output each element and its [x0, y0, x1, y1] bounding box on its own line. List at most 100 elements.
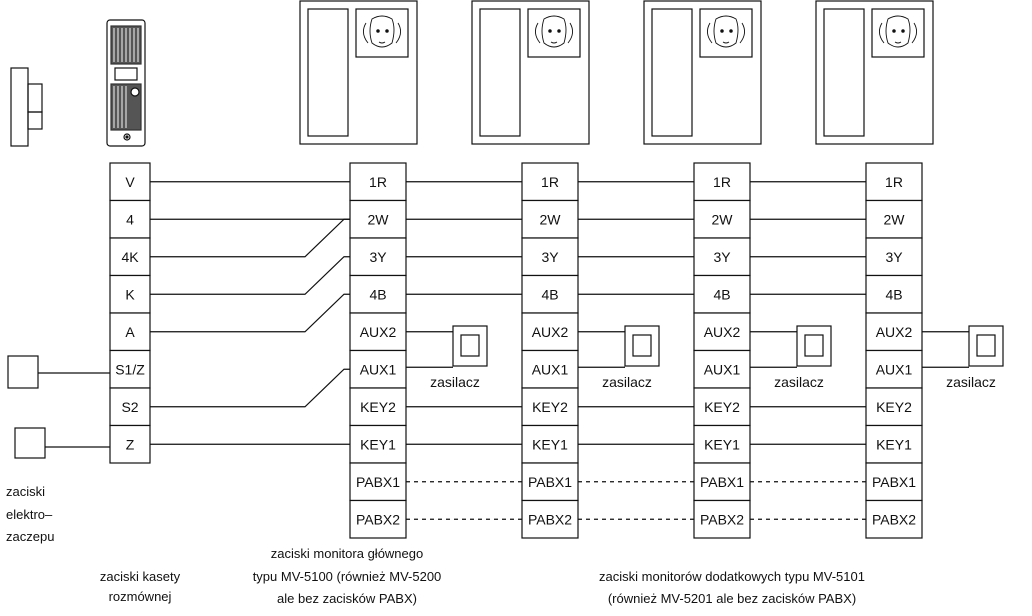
monitor-terminal-label: 2W — [884, 211, 906, 227]
monitor-terminal-cell — [693, 349, 751, 389]
monitor-terminal-cell — [865, 199, 923, 239]
monitor-terminal-label: KEY1 — [876, 436, 912, 452]
monitor-terminal-cell — [349, 237, 407, 277]
psu-inner-box — [804, 334, 824, 357]
monitor-terminal-label: 1R — [713, 174, 731, 190]
psu-icon — [968, 325, 1004, 367]
monitor-terminal-label: 4B — [369, 286, 386, 302]
intercom-terminal-label: A — [125, 324, 135, 340]
monitors: 1R2W3Y4BAUX2AUX1KEY2KEY1PABX1PABX2zasila… — [299, 0, 1004, 539]
monitor-terminal-cell — [521, 499, 579, 539]
monitor-terminal-cell — [865, 424, 923, 464]
monitor-terminal-label: AUX1 — [360, 361, 397, 377]
monitor-terminal-label: 4B — [541, 286, 558, 302]
caption-lock-line-3: zaczepu — [6, 529, 54, 544]
psu-icon — [452, 325, 488, 367]
intercom-terminal-cell — [109, 162, 151, 202]
monitor-terminal-cell — [693, 462, 751, 502]
monitor-terminal-label: 2W — [368, 211, 390, 227]
monitor-terminal-label: 1R — [885, 174, 903, 190]
intercom-terminal-label: Z — [126, 436, 135, 452]
intercom-panel-icon — [106, 19, 146, 147]
monitor-terminal-label: PABX1 — [356, 474, 400, 490]
psu-inner-box — [976, 334, 996, 357]
monitor-terminal-cell — [865, 274, 923, 314]
monitor-handset-icon — [823, 8, 865, 137]
monitor-device-icon — [471, 0, 590, 145]
intercom-terminal-label: 4K — [121, 249, 139, 265]
monitor-terminal-label: KEY1 — [704, 436, 740, 452]
monitor-terminal-label: AUX2 — [704, 324, 741, 340]
face-icon — [363, 15, 401, 48]
psu-label: zasilacz — [430, 374, 480, 390]
monitor-terminal-cell — [349, 312, 407, 352]
monitor-terminal-label: PABX1 — [528, 474, 572, 490]
monitor-terminal-label: 1R — [541, 174, 559, 190]
monitor-terminal-label: AUX2 — [360, 324, 397, 340]
caption-main-monitor-line-2: typu MV-5100 (również MV-5200 — [253, 569, 442, 584]
monitor-terminal-cell — [349, 199, 407, 239]
intercom-terminal-label: K — [125, 286, 135, 302]
monitor-terminal-cell — [693, 499, 751, 539]
monitor-device-icon — [815, 0, 934, 145]
monitor-terminal-cell — [865, 349, 923, 389]
monitor-terminal-cell — [865, 499, 923, 539]
caption-extra-monitors-line-2: (również MV-5201 ale bez zacisków PABX) — [608, 591, 856, 606]
monitor-terminal-label: 1R — [369, 174, 387, 190]
intercom-terminal-label: V — [125, 174, 135, 190]
monitor-terminal-label: AUX1 — [876, 361, 913, 377]
monitor-handset-icon — [307, 8, 349, 137]
extra-monitor-2: 1R2W3Y4BAUX2AUX1KEY2KEY1PABX1PABX2zasila… — [643, 0, 832, 539]
monitor-terminal-label: 4B — [885, 286, 902, 302]
monitor-terminal-cell — [693, 312, 751, 352]
lock-terminal-box-2 — [14, 427, 46, 459]
monitor-terminal-cell — [693, 237, 751, 277]
monitor-terminal-label: 4B — [713, 286, 730, 302]
caption-lock-line-1: zaciski — [6, 484, 45, 499]
monitor-terminal-label: 2W — [540, 211, 562, 227]
caption-lock-line-2: elektro– — [6, 507, 53, 522]
monitor-terminal-cell — [349, 462, 407, 502]
monitor-terminal-label: KEY1 — [360, 436, 396, 452]
psu-inner-box — [460, 334, 480, 357]
caption-intercom-line-2: rozmównej — [109, 589, 172, 604]
monitor-terminal-label: 2W — [712, 211, 734, 227]
monitor-terminal-cell — [521, 424, 579, 464]
face-icon — [535, 15, 573, 48]
monitor-handset-icon — [479, 8, 521, 137]
monitor-terminal-label: 3Y — [369, 249, 387, 265]
monitor-terminal-cell — [349, 499, 407, 539]
monitor-screen-icon — [527, 8, 581, 58]
face-icon — [707, 15, 745, 48]
lock-terminal-box-1 — [7, 355, 39, 389]
monitor-device-icon — [643, 0, 762, 145]
monitor-terminal-cell — [349, 162, 407, 202]
monitor-terminal-label: PABX1 — [700, 474, 744, 490]
caption-intercom-line-1: zaciski kasety — [100, 569, 181, 584]
monitor-terminal-cell — [693, 199, 751, 239]
monitor-terminal-cell — [693, 274, 751, 314]
intercom-terminal-cell — [109, 387, 151, 427]
intercom-terminal-cell — [109, 199, 151, 239]
monitor-terminal-label: KEY2 — [532, 399, 568, 415]
caption-main-monitor-line-3: ale bez zacisków PABX) — [277, 591, 417, 606]
main-monitor: 1R2W3Y4BAUX2AUX1KEY2KEY1PABX1PABX2zasila… — [299, 0, 488, 539]
monitor-terminal-cell — [521, 162, 579, 202]
monitor-terminal-cell — [693, 387, 751, 427]
psu-label: zasilacz — [774, 374, 824, 390]
monitor-terminal-label: AUX1 — [532, 361, 569, 377]
monitor-terminal-label: AUX2 — [532, 324, 569, 340]
monitor-terminal-cell — [865, 237, 923, 277]
monitor-device-icon — [299, 0, 418, 145]
monitor-screen-icon — [355, 8, 409, 58]
psu-icon — [796, 325, 832, 367]
monitor-terminal-cell — [865, 162, 923, 202]
monitor-terminal-cell — [521, 462, 579, 502]
monitor-terminal-label: 3Y — [885, 249, 903, 265]
psu-label: zasilacz — [946, 374, 996, 390]
caption-main-monitor-line-1: zaciski monitora głównego — [271, 546, 423, 561]
monitor-screen-icon — [871, 8, 925, 58]
monitor-terminal-label: KEY2 — [704, 399, 740, 415]
